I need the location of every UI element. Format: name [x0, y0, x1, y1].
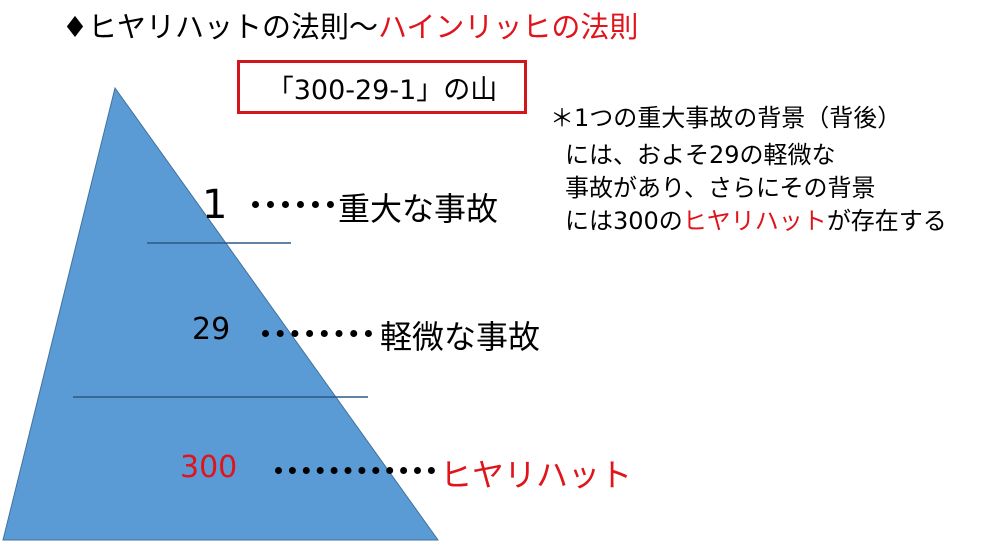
mountain-label-box: 「300-29-1」の山	[237, 60, 527, 114]
level-1-label: 重大な事故	[338, 190, 499, 228]
level-3-label: ヒヤリハット	[440, 456, 633, 494]
title-highlight: ハインリッヒの法則	[378, 10, 639, 44]
title-main: ♦ヒヤリハットの法則〜	[62, 10, 378, 44]
level-3-number: 300	[180, 450, 238, 485]
note-line-4-highlight: ヒヤリハット	[682, 207, 827, 235]
page-title: ♦ヒヤリハットの法則〜ハインリッヒの法則	[62, 4, 638, 46]
level-1-number: 1	[202, 182, 228, 228]
note-line-1: ＊1つの重大事故の背景（背後）	[550, 104, 902, 132]
level-2-number: 29	[192, 312, 231, 347]
level-2-label: 軽微な事故	[380, 318, 541, 356]
level-1-leader	[252, 201, 334, 208]
mountain-label: 「300-29-1」の山	[266, 74, 498, 106]
level-3-leader	[275, 467, 435, 474]
note-line-4: には300のヒヤリハットが存在する	[565, 201, 947, 236]
note-line-4-suffix: が存在する	[826, 207, 947, 235]
level-2-leader	[262, 330, 372, 337]
note-line-4-prefix: には300の	[565, 207, 683, 235]
note-line-3: 事故があり、さらにその背景	[565, 174, 876, 202]
note-line-2: には、およそ29の軽微な	[565, 141, 836, 169]
pyramid-shape	[2, 86, 439, 541]
